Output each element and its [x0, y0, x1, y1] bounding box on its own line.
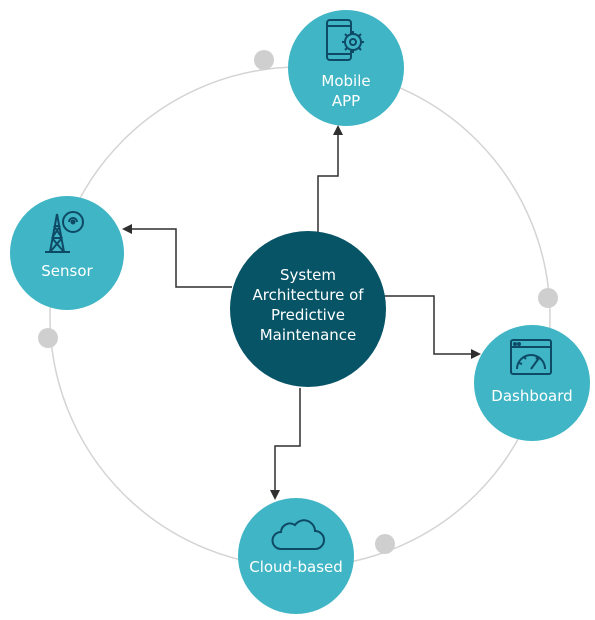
center-title-line: System: [280, 266, 336, 284]
ring-dot: [538, 288, 558, 308]
dashboard-label-line: Dashboard: [491, 387, 573, 405]
node-mobile: [288, 10, 404, 126]
mobile-label-line: APP: [331, 92, 361, 110]
cloud-label: Cloud-based: [236, 557, 356, 577]
dashboard-label: Dashboard: [472, 386, 592, 406]
dashboard-gauge-icon: [510, 339, 552, 375]
node-dashboard: [474, 325, 590, 441]
center-title: System Architecture of Predictive Mainte…: [230, 265, 386, 345]
connector-to-dashboard: [384, 295, 481, 359]
center-title-line: Maintenance: [259, 326, 357, 344]
sensor-label: Sensor: [17, 261, 117, 281]
center-title-line: Predictive: [271, 306, 345, 324]
mobile-label: Mobile APP: [296, 71, 396, 111]
mobile-label-line: Mobile: [321, 72, 371, 90]
sensor-tower-icon: [45, 211, 84, 253]
ring-dot: [38, 328, 58, 348]
mobile-phone-gear-icon: [326, 19, 364, 61]
center-title-line: Architecture of: [252, 286, 364, 304]
cloud-label-line: Cloud-based: [249, 558, 343, 576]
connector-to-mobile: [317, 125, 343, 232]
node-cloud: [238, 498, 354, 614]
cloud-icon: [271, 519, 325, 550]
ring-dot: [375, 534, 395, 554]
connector-to-sensor: [122, 224, 232, 288]
center-hub: [230, 231, 386, 387]
ring-dot: [254, 50, 274, 70]
connector-to-cloud: [270, 388, 301, 500]
sensor-label-line: Sensor: [41, 262, 93, 280]
